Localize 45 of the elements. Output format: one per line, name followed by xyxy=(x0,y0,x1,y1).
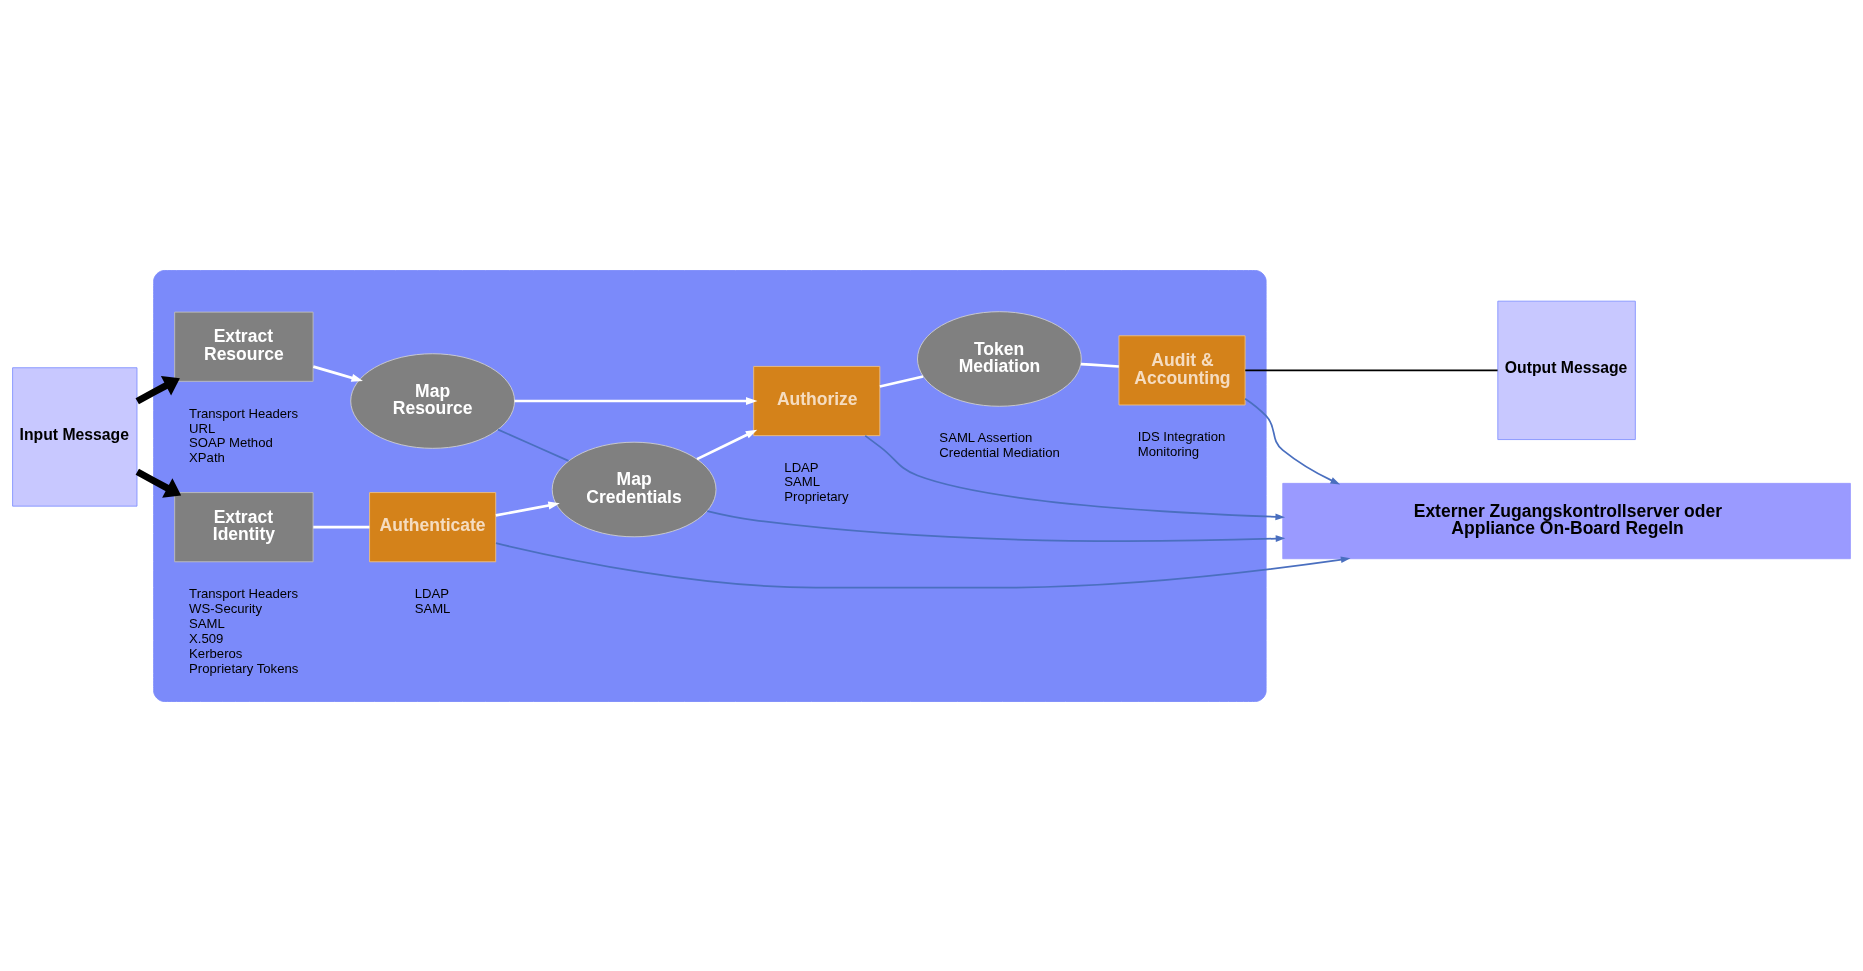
arrow xyxy=(864,434,1286,520)
node-box: Extract Identity xyxy=(174,491,314,562)
node-label: LDAP xyxy=(784,459,819,475)
node-label: URL xyxy=(189,420,216,436)
node-label: SAML xyxy=(784,473,821,489)
node-label: Monitoring xyxy=(1137,443,1200,459)
connector xyxy=(1244,369,1499,371)
node-label: IDS Integration xyxy=(1137,428,1226,444)
connector xyxy=(497,428,570,462)
connector xyxy=(1080,362,1119,368)
node-box: Audit & Accounting xyxy=(1118,334,1246,405)
node-label: Proprietary Tokens xyxy=(189,660,299,676)
connector xyxy=(313,525,370,528)
node-label: Credential Mediation xyxy=(939,444,1060,460)
cluster xyxy=(153,269,1267,702)
node-label: Proprietary xyxy=(784,488,849,504)
node-ellipse: Map Credentials xyxy=(551,441,717,537)
arrow xyxy=(495,541,1351,588)
node-box: Authenticate xyxy=(369,491,497,562)
node-box: Extract Resource xyxy=(174,311,314,382)
node-label: WS-Security xyxy=(189,600,263,616)
node-label: X.509 xyxy=(189,630,224,646)
node-label: Transport Headers xyxy=(189,585,299,601)
node-label: LDAP xyxy=(414,585,449,601)
arrow xyxy=(312,364,363,382)
node-label: SAML xyxy=(189,615,225,631)
node-label: SOAP Method xyxy=(189,434,273,450)
arrow xyxy=(706,509,1286,542)
arrow xyxy=(514,396,758,405)
connector xyxy=(879,374,924,388)
node-label: SAML Assertion xyxy=(939,429,1033,445)
node-label: Transport Headers xyxy=(189,405,299,421)
node-ellipse: Token Mediation xyxy=(917,310,1082,407)
node-label: Kerberos xyxy=(189,645,243,661)
arrow xyxy=(696,429,758,460)
arrow xyxy=(495,501,560,517)
node-box: Authorize xyxy=(753,365,881,436)
node-label: XPath xyxy=(189,449,225,465)
node-box: Input Message xyxy=(12,366,138,507)
node-box: Output Message xyxy=(1497,300,1636,440)
node-box: Externer Zugangskontrollserver oder Appliance On-Board Regeln xyxy=(1282,482,1851,559)
node-label: SAML xyxy=(414,600,451,616)
arrow xyxy=(1244,397,1341,484)
arrow xyxy=(135,375,180,404)
arrow xyxy=(135,468,182,498)
